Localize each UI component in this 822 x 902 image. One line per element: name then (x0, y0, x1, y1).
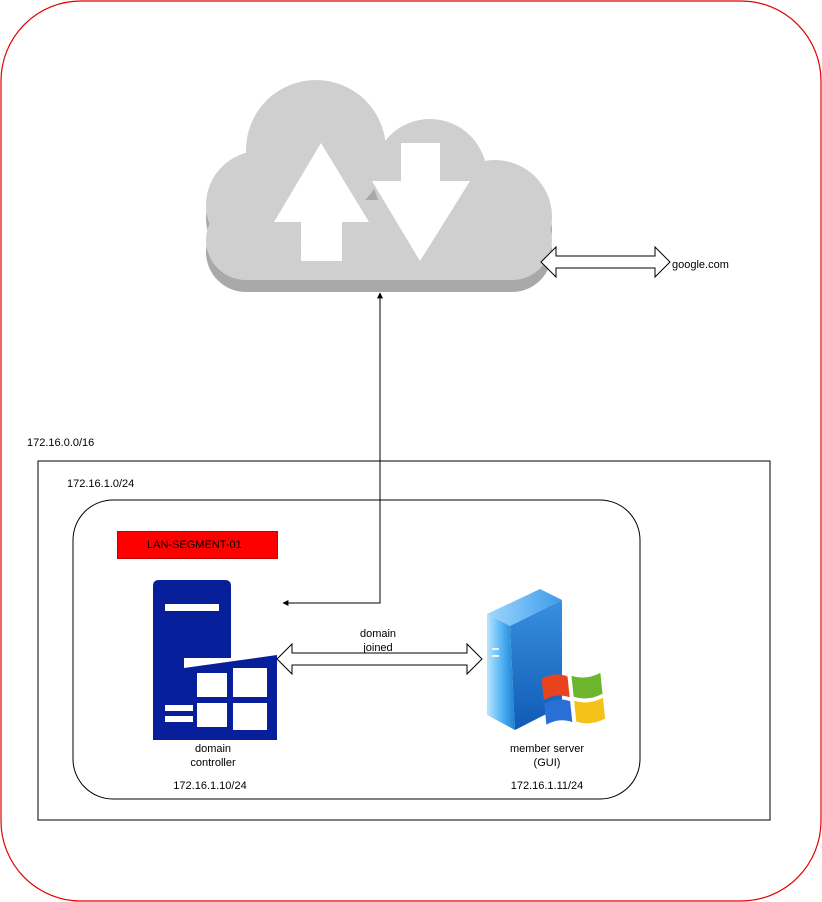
windows-server-icon (153, 580, 277, 740)
member-ip-label: 172.16.1.11/24 (510, 780, 584, 792)
link-label-line1: domain (359, 628, 397, 640)
network-cidr-label: 172.16.0.0/16 (27, 437, 95, 449)
link-label-line2: joined (363, 642, 393, 654)
member-name-line2: (GUI) (533, 757, 561, 769)
dc-name-line2: controller (190, 757, 236, 769)
subnet-cidr-label: 172.16.1.0/24 (67, 478, 135, 490)
member-name-line1: member server (510, 743, 584, 755)
windows-xp-server-icon (487, 589, 606, 730)
internet-link-arrow (540, 245, 671, 279)
dc-uplink-connector (282, 292, 383, 606)
cloud-upload-download-icon (206, 80, 552, 292)
domain-joined-arrow (276, 642, 483, 676)
google-label: google.com (672, 259, 729, 271)
dc-ip-label: 172.16.1.10/24 (173, 780, 247, 792)
dc-name-line1: domain (194, 743, 232, 755)
network-box (37, 460, 771, 821)
segment-badge: LAN-SEGMENT-01 (117, 531, 278, 559)
